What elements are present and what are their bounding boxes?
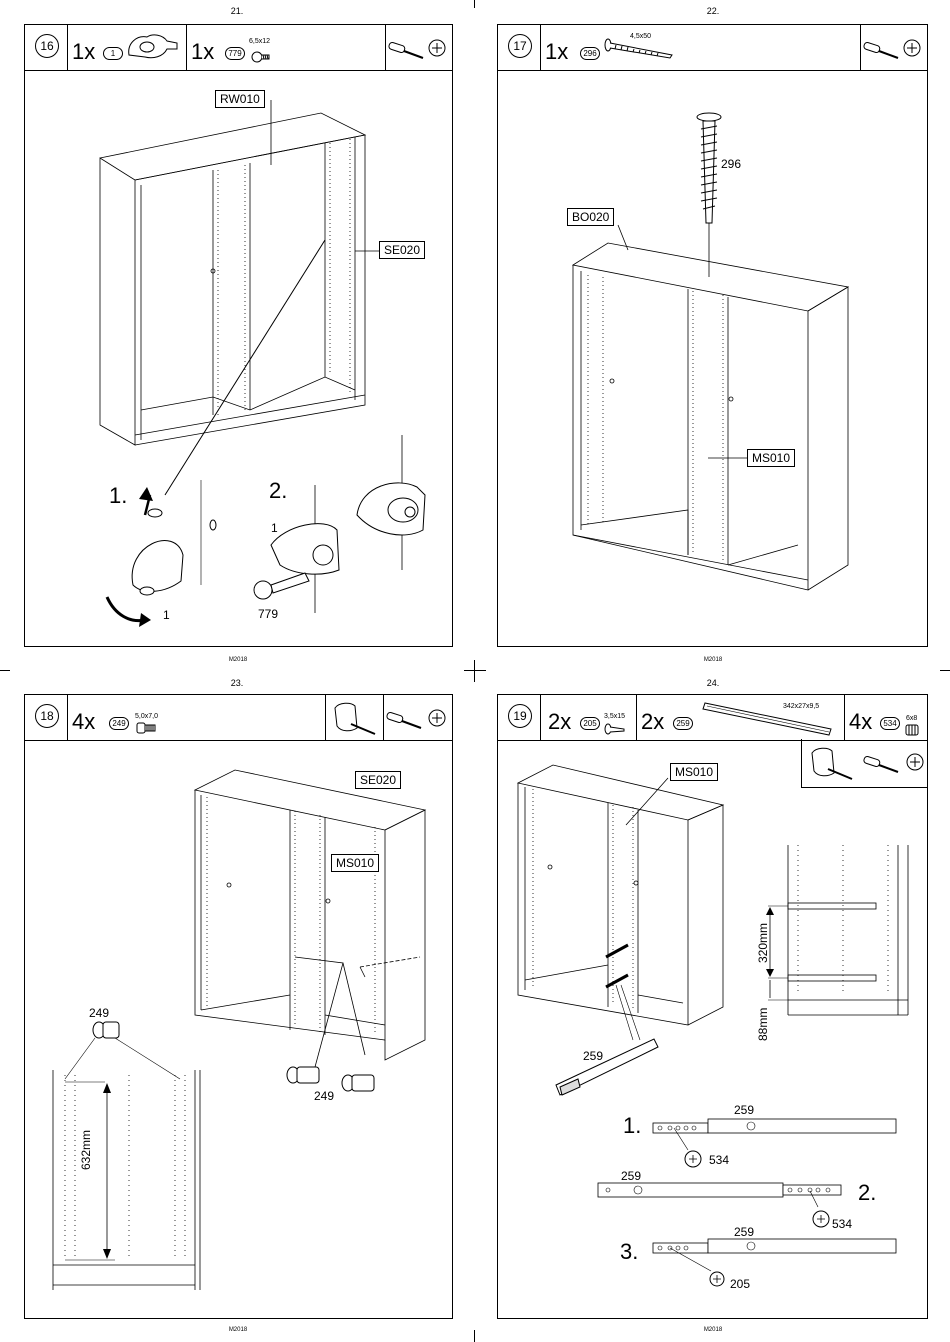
page-footer: M2018 <box>693 657 733 663</box>
crop-mark <box>940 670 950 671</box>
dimension-callout: 88mm <box>756 1008 770 1041</box>
part-callout: 259 <box>734 1103 754 1117</box>
page-footer: M2018 <box>218 657 258 663</box>
wardrobe-illustration <box>498 695 929 1320</box>
part-callout: 249 <box>89 1006 109 1020</box>
step-callout: 2. <box>269 478 287 504</box>
part-callout: 296 <box>721 157 741 171</box>
part-label: SE020 <box>379 241 425 259</box>
crop-mark <box>0 670 10 671</box>
page-footer: M2018 <box>218 1327 258 1333</box>
instruction-panel: 17 1x 296 4,5x50 <box>497 24 928 647</box>
part-callout: 534 <box>709 1153 729 1167</box>
part-callout: 1 <box>163 608 170 622</box>
step-callout: 2. <box>858 1180 876 1206</box>
instruction-panel: 16 1x 1 1x 779 6,5x12 <box>24 24 453 647</box>
instruction-panel: 19 2x 205 3,5x15 2x 259 342x27x9,5 4x 53… <box>497 694 928 1319</box>
part-label: MS010 <box>670 763 718 781</box>
part-callout: 1 <box>271 521 278 535</box>
page-number: 24. <box>683 678 743 688</box>
part-callout: 249 <box>314 1089 334 1103</box>
step-callout: 1. <box>623 1113 641 1139</box>
page-number: 22. <box>683 6 743 16</box>
crop-mark <box>464 670 486 671</box>
part-callout: 779 <box>258 607 278 621</box>
crop-mark <box>474 0 475 8</box>
page-number: 21. <box>207 6 267 16</box>
part-label: MS010 <box>747 449 795 467</box>
part-label: SE020 <box>355 771 401 789</box>
part-callout: 534 <box>832 1217 852 1231</box>
instruction-panel: 18 4x 249 5,0x7,0 <box>24 694 453 1319</box>
wardrobe-illustration <box>498 25 929 648</box>
step-callout: 1. <box>109 483 127 509</box>
part-label: BO020 <box>567 208 614 226</box>
page-number: 23. <box>207 678 267 688</box>
part-label: RW010 <box>215 90 265 108</box>
crop-mark <box>474 660 475 682</box>
dimension-callout: 320mm <box>756 923 770 963</box>
part-callout: 259 <box>734 1225 754 1239</box>
wardrobe-illustration <box>25 25 454 648</box>
crop-mark <box>474 1330 475 1342</box>
part-callout: 259 <box>621 1169 641 1183</box>
part-label: MS010 <box>331 854 379 872</box>
page-footer: M2018 <box>693 1327 733 1333</box>
part-callout: 205 <box>730 1277 750 1291</box>
part-callout: 259 <box>583 1049 603 1063</box>
dimension-callout: 632mm <box>79 1130 93 1170</box>
step-callout: 3. <box>620 1239 638 1265</box>
